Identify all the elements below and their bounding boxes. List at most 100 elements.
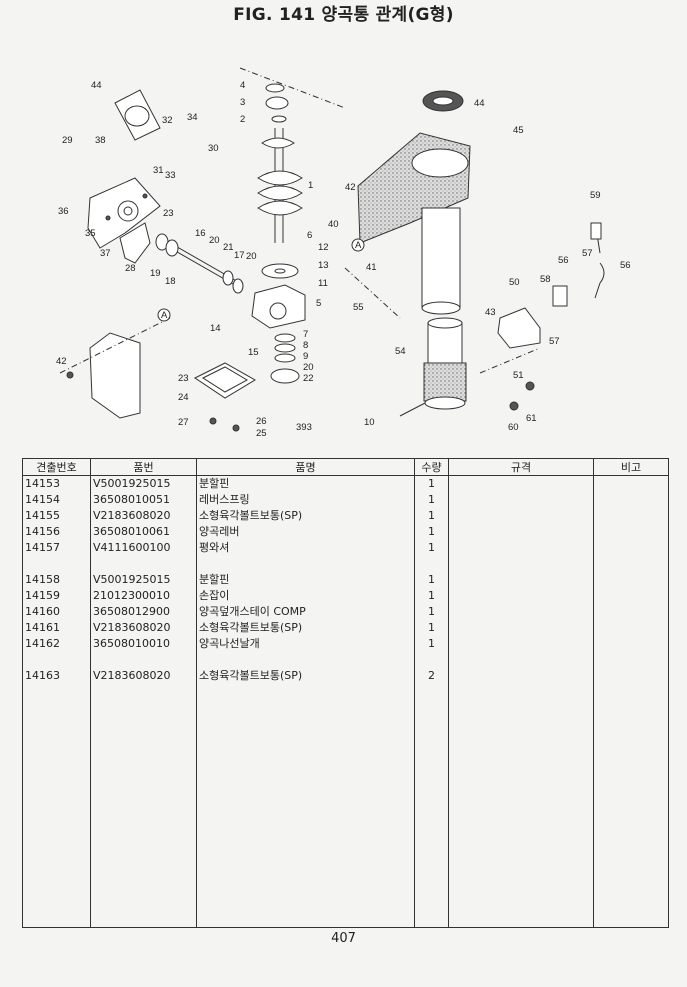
callout-label: 5 <box>316 298 321 309</box>
cell-note <box>593 508 669 524</box>
callout-label: 61 <box>526 413 537 424</box>
callout-labels: 44 38 29 32 34 30 31 33 36 35 37 23 28 1… <box>56 80 631 439</box>
column-header: 비고 <box>593 458 669 476</box>
cell-note <box>593 620 669 636</box>
table-row: 14157 V4111600100 평와셔 1 <box>22 540 669 556</box>
cell-qty: 2 <box>414 668 449 684</box>
cell-note <box>593 604 669 620</box>
cell-part-no: 36508010061 <box>90 524 197 540</box>
shaft-assembly <box>155 233 244 294</box>
exploded-parts-diagram: 44 38 29 32 34 30 31 33 36 35 37 23 28 1… <box>56 67 631 439</box>
cell-note <box>593 475 669 492</box>
column-header: 견출번호 <box>22 458 91 476</box>
elbow-tube-assembly <box>239 67 471 417</box>
cell-note <box>593 636 669 652</box>
cell-part-no: 21012300010 <box>90 588 197 604</box>
table-row: 14162 36508010010 양곡나선날개 1 <box>22 636 669 652</box>
handwritten-note: 393 <box>296 422 312 433</box>
cell-part-no: 36508010051 <box>90 492 197 508</box>
callout-label: 9 <box>303 351 308 362</box>
cell-qty: 1 <box>414 604 449 620</box>
callout-label: 12 <box>318 242 329 253</box>
page-number: 407 <box>331 931 356 946</box>
table-header-row: 견출번호 품번 품명 수량 규격 비고 <box>22 458 669 476</box>
cell-qty: 1 <box>414 492 449 508</box>
cell-spec <box>448 604 594 620</box>
cell-part-no: 36508010010 <box>90 636 197 652</box>
cell-part-no <box>90 556 197 572</box>
cell-spec <box>448 668 594 684</box>
callout-label: 37 <box>100 248 111 259</box>
callout-label: 29 <box>62 135 73 146</box>
cell-part-name: 소형육각볼트보통(SP) <box>196 508 415 524</box>
callout-label: 2 <box>240 114 245 125</box>
callout-label: 4 <box>240 80 245 91</box>
cell-qty: 1 <box>414 636 449 652</box>
callout-label: 27 <box>178 417 189 428</box>
parts-table: 견출번호 품번 품명 수량 규격 비고 14153 V5001925015 분할… <box>22 458 669 928</box>
cell-index-no: 14159 <box>22 588 91 604</box>
callout-label: 17 <box>234 250 245 261</box>
cell-qty: 1 <box>414 540 449 556</box>
callout-label: 13 <box>318 260 329 271</box>
cell-spec <box>448 475 594 492</box>
callout-label: 32 <box>162 115 173 126</box>
lower-left-panel <box>59 317 171 419</box>
callout-label: 20 <box>209 235 220 246</box>
callout-label: 42 <box>345 182 356 193</box>
callout-label: 58 <box>540 274 551 285</box>
cell-note <box>593 652 669 668</box>
cell-index-no <box>22 556 91 572</box>
callout-label: 51 <box>513 370 524 381</box>
callout-label: 57 <box>549 336 560 347</box>
cell-spec <box>448 540 594 556</box>
callout-label: 41 <box>366 262 377 273</box>
callout-label: 35 <box>85 228 96 239</box>
callout-label: 19 <box>150 268 161 279</box>
table-row: 14156 36508010061 양곡레버 1 <box>22 524 669 540</box>
cell-index-no: 14156 <box>22 524 91 540</box>
cell-part-name: 소형육각볼트보통(SP) <box>196 620 415 636</box>
cell-spec <box>448 588 594 604</box>
auger-stack <box>194 83 306 432</box>
callout-label: 16 <box>195 228 206 239</box>
cell-spec <box>448 556 594 572</box>
cell-qty: 1 <box>414 475 449 492</box>
callout-label: 43 <box>485 307 496 318</box>
cell-part-name: 레버스프링 <box>196 492 415 508</box>
table-row: 14153 V5001925015 분할핀 1 <box>22 475 669 492</box>
cell-index-no: 14161 <box>22 620 91 636</box>
cell-part-no: V2183608020 <box>90 668 197 684</box>
callout-label: 42 <box>56 356 67 367</box>
cell-part-no: V2183608020 <box>90 620 197 636</box>
cell-index-no: 14155 <box>22 508 91 524</box>
callout-label: 40 <box>328 219 339 230</box>
callout-label: 60 <box>508 422 519 433</box>
left-bracket-assembly <box>87 89 161 264</box>
callout-label: 24 <box>178 392 189 403</box>
cell-spec <box>448 508 594 524</box>
cell-note <box>593 492 669 508</box>
callout-label: 21 <box>223 242 234 253</box>
callout-label: 11 <box>318 278 328 289</box>
cell-note <box>593 572 669 588</box>
callout-label: 57 <box>582 248 593 259</box>
column-header: 품명 <box>196 458 415 476</box>
cell-qty: 1 <box>414 524 449 540</box>
callout-label: 6 <box>307 230 312 241</box>
cell-spec <box>448 524 594 540</box>
cell-qty <box>414 652 449 668</box>
lever-assembly <box>479 222 605 411</box>
cell-note <box>593 556 669 572</box>
callout-label: 44 <box>91 80 102 91</box>
callout-label: 1 <box>308 180 313 191</box>
cell-part-no: V4111600100 <box>90 540 197 556</box>
table-row: 14161 V2183608020 소형육각볼트보통(SP) 1 <box>22 620 669 636</box>
svg-text:A: A <box>355 240 362 251</box>
cell-index-no: 14153 <box>22 475 91 492</box>
cell-spec <box>448 652 594 668</box>
cell-spec <box>448 492 594 508</box>
table-row: 14159 21012300010 손잡이 1 <box>22 588 669 604</box>
cell-index-no: 14154 <box>22 492 91 508</box>
table-row: 14154 36508010051 레버스프링 1 <box>22 492 669 508</box>
